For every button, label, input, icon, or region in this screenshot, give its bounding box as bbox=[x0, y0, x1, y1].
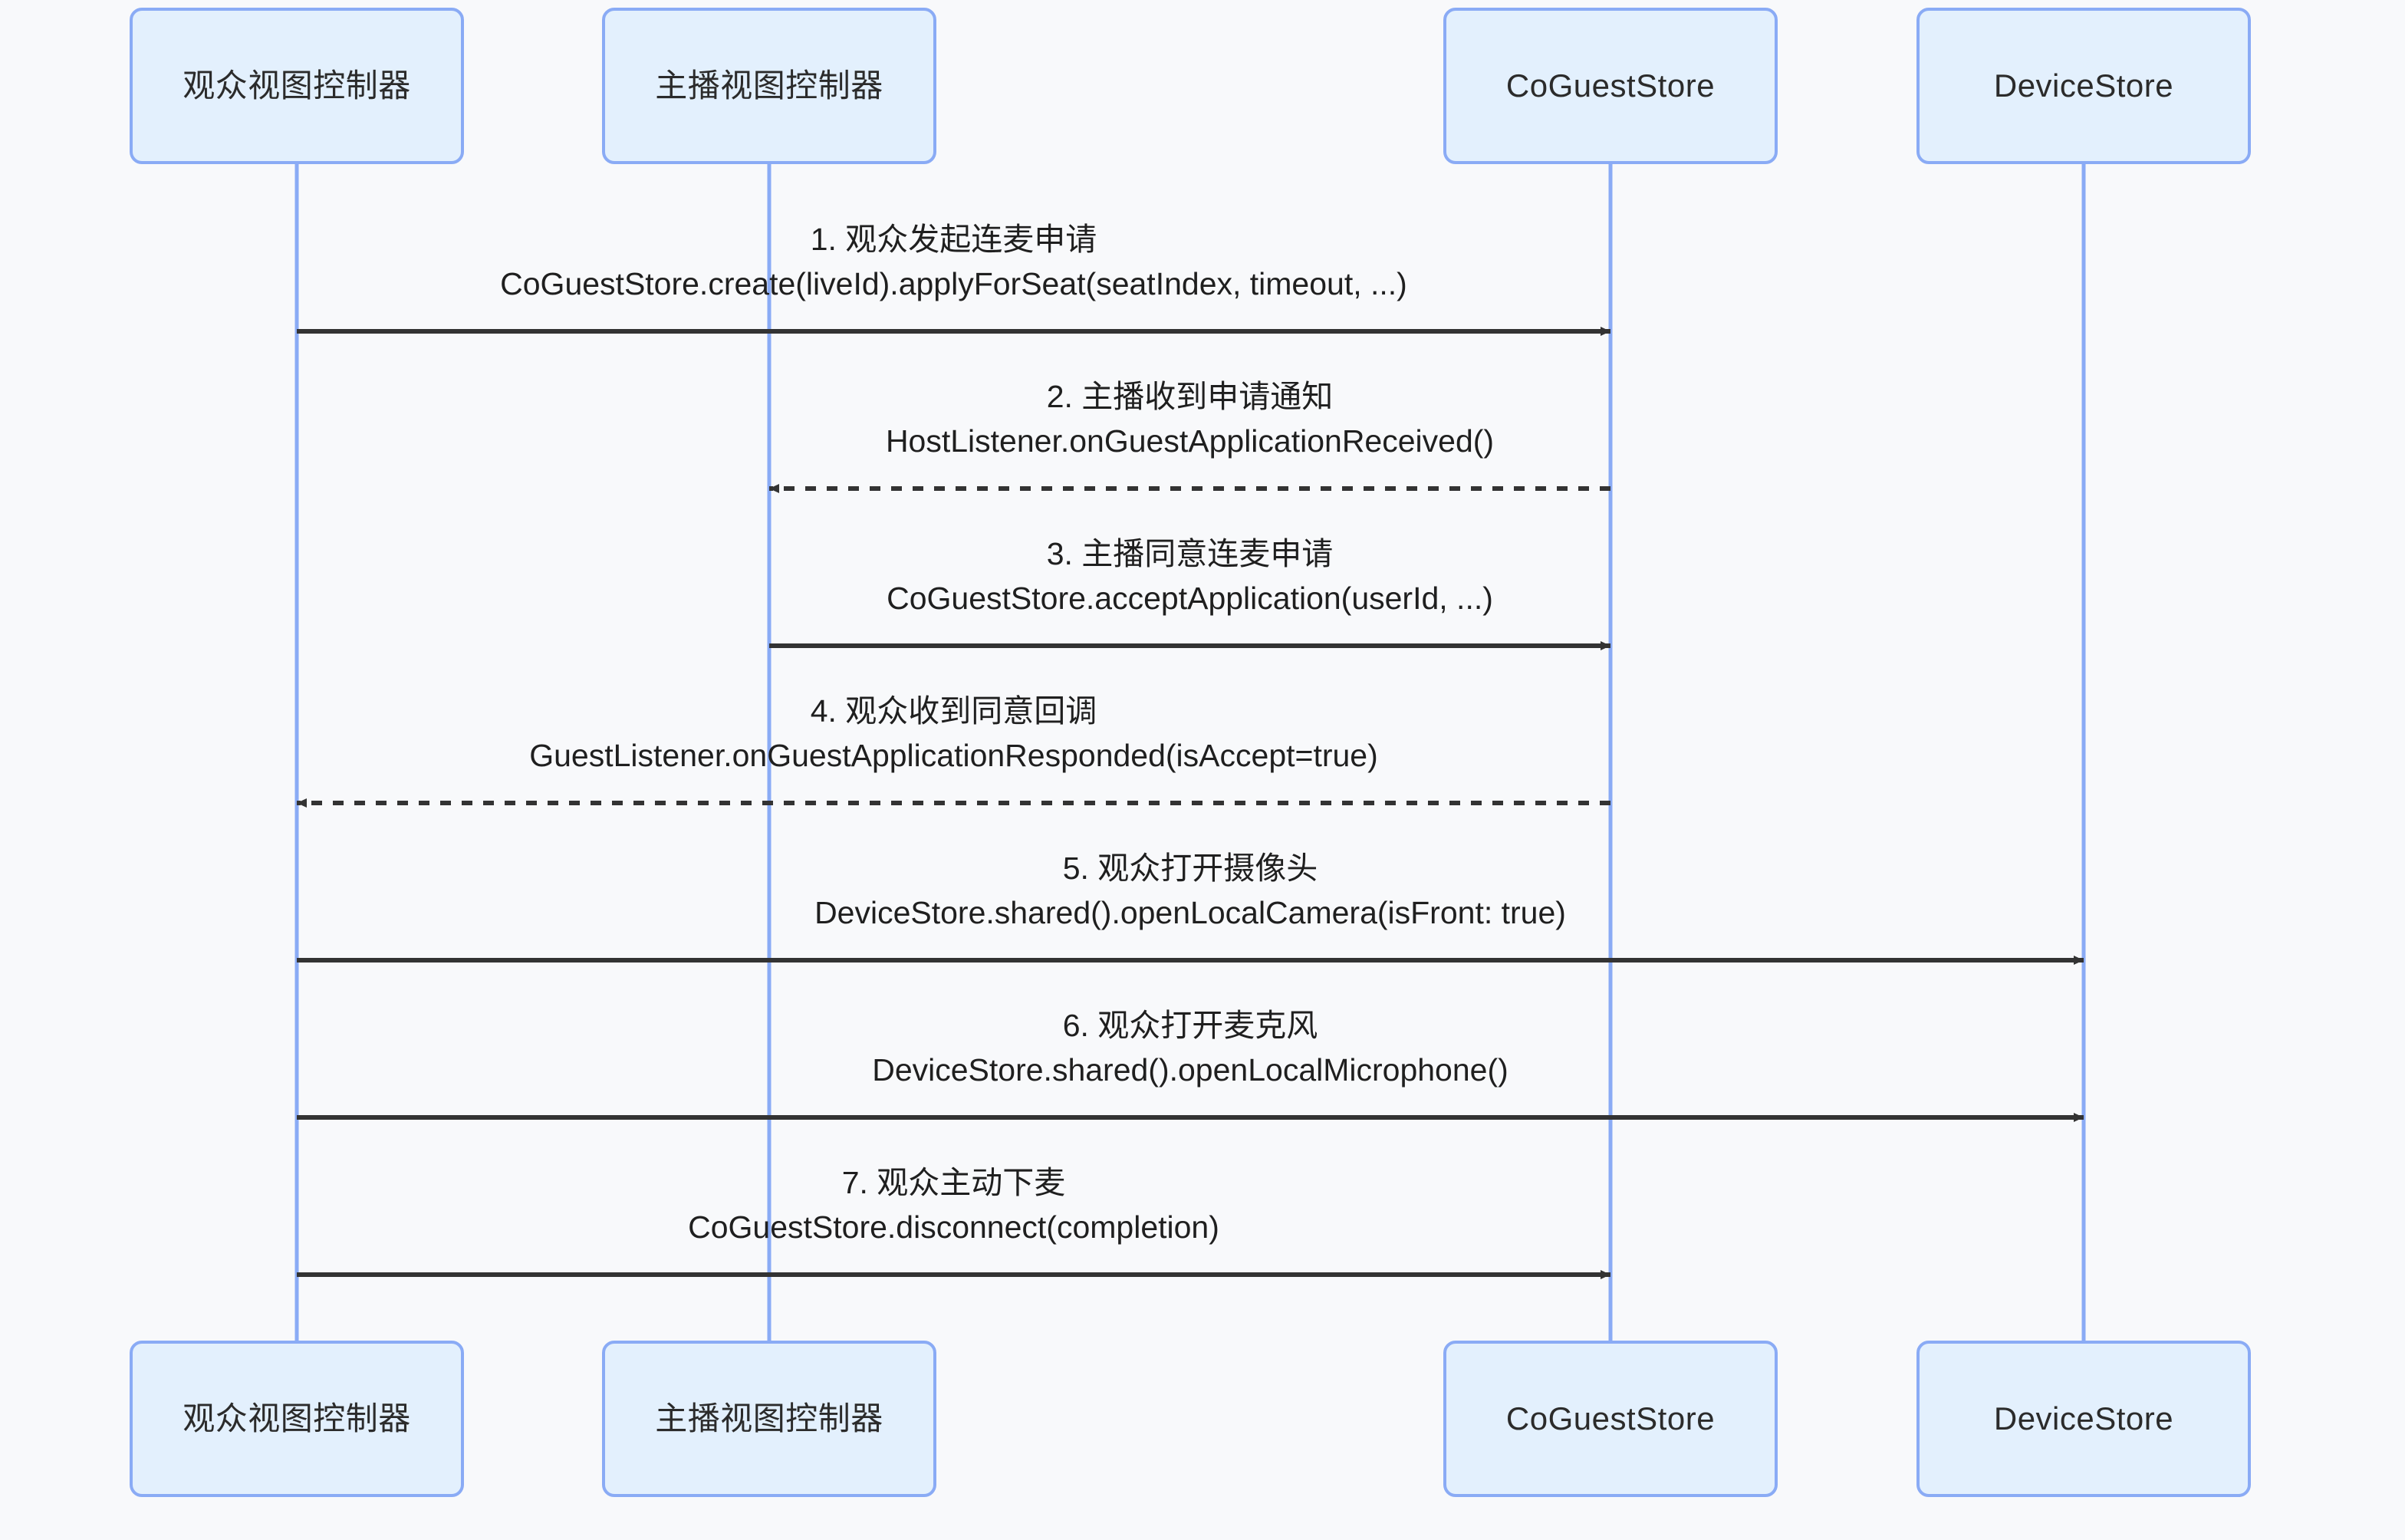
participant-boxes-group bbox=[130, 8, 2251, 1497]
participant-box-host-view-controller-bottom[interactable] bbox=[602, 1341, 936, 1497]
participant-box-co-guest-store-bottom[interactable] bbox=[1443, 1341, 1778, 1497]
participant-box-audience-view-controller-bottom[interactable] bbox=[130, 1341, 464, 1497]
lifelines-group bbox=[294, 163, 2086, 1342]
participant-box-audience-view-controller-top[interactable] bbox=[130, 8, 464, 164]
participant-box-device-store-bottom[interactable] bbox=[1916, 1341, 2251, 1497]
participant-box-device-store-top[interactable] bbox=[1916, 8, 2251, 164]
message-arrows-group bbox=[297, 327, 2084, 1279]
participant-box-co-guest-store-top[interactable] bbox=[1443, 8, 1778, 164]
participant-box-host-view-controller-top[interactable] bbox=[602, 8, 936, 164]
